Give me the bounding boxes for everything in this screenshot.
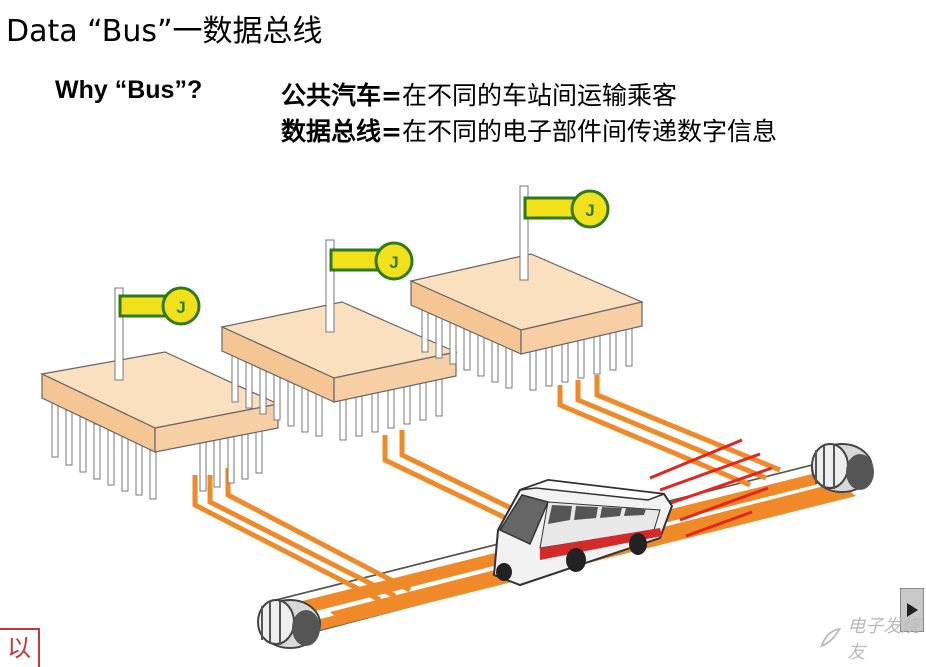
data-bus-term: 数据总线= — [281, 117, 402, 146]
flag-2-letter: J — [389, 253, 398, 272]
bus-description: 在不同的车站间运输乘客 — [401, 81, 677, 110]
flag-1-letter: J — [176, 298, 185, 317]
flag-3: J — [519, 185, 610, 281]
chip-2 — [220, 301, 458, 441]
data-bus-definition-line: 数据总线=在不同的电子部件间传递数字信息 — [281, 112, 777, 148]
watermark-text: 电子发烧友 — [847, 616, 920, 663]
play-arrow-icon — [907, 603, 918, 617]
flag-1: J — [114, 286, 201, 381]
bus-definition-line: 公共汽车=在不同的车站间运输乘客 — [281, 76, 677, 112]
roller-right — [811, 443, 874, 493]
chip-1 — [40, 351, 280, 500]
bus-icon — [492, 478, 674, 587]
feather-logo-icon — [820, 627, 842, 648]
roller-left — [257, 599, 321, 649]
bus-term: 公共汽车= — [281, 81, 402, 110]
next-slide-button[interactable] — [900, 588, 924, 632]
slide-title: Data “Bus”一数据总线 — [6, 14, 323, 49]
data-bus-description: 在不同的电子部件间传递数字信息 — [401, 117, 777, 146]
watermark: 电子发烧友 — [818, 616, 926, 663]
flag-2: J — [325, 239, 414, 333]
flag-3-letter: J — [585, 201, 594, 220]
stamp-seal: 以 — [0, 628, 40, 667]
speed-lines — [649, 438, 773, 538]
chip-3 — [409, 253, 644, 391]
why-bus-heading: Why “Bus”? — [55, 76, 203, 104]
